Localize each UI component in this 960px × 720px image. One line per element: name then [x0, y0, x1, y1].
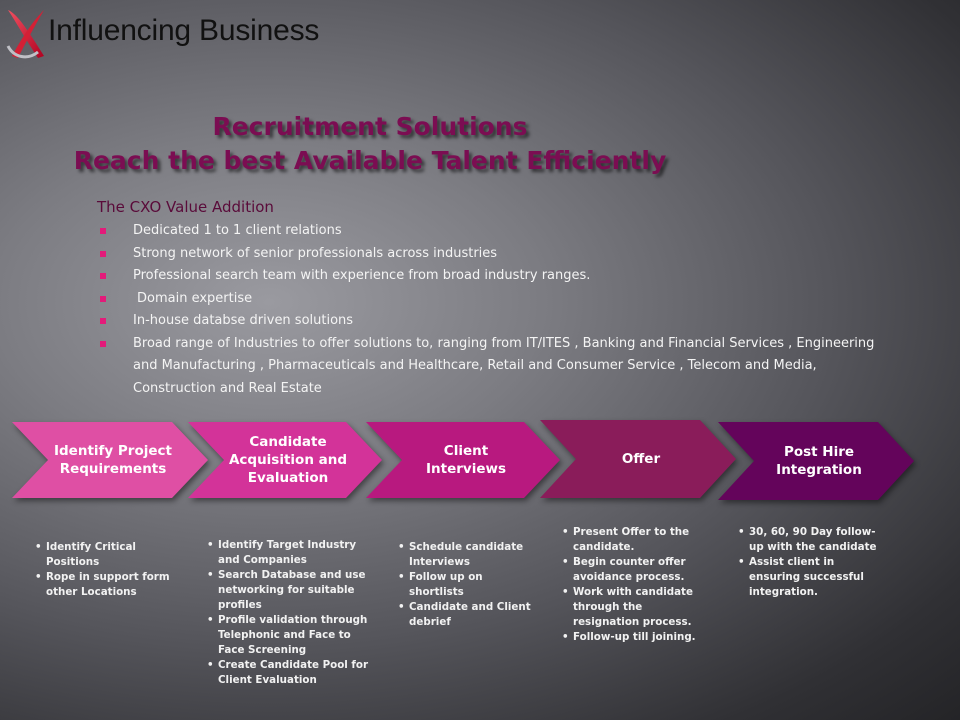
cxo-item-text: Domain expertise [137, 290, 253, 306]
square-bullet-icon [100, 228, 106, 234]
square-bullet-icon [100, 250, 106, 257]
cxo-heading: The CXO Value Addition [97, 198, 274, 216]
slide-title: Recruitment Solutions [212, 112, 528, 141]
stage-bullet: Identify Target Industry and Companies [205, 538, 375, 568]
slide-subtitle: Reach the best Available Talent Efficien… [73, 146, 667, 175]
stage-label: Identify Project Requirements [54, 443, 172, 477]
stage-chevron-identify: Identify Project Requirements [12, 422, 208, 498]
stage-bullet: Schedule candidate Interviews [396, 540, 536, 570]
stage-chevron-interviews: Client Interviews [366, 422, 560, 498]
square-bullet-icon [100, 340, 106, 347]
chevron-shape-icon [366, 422, 560, 498]
stage-chevron-acquisition: Candidate Acquisition and Evaluation [188, 422, 382, 498]
stage-bullet: 30, 60, 90 Day follow-up with the candid… [736, 525, 886, 555]
cxo-item: In-house databse driven solutions [97, 310, 897, 333]
stage-bullet: Create Candidate Pool for Client Evaluat… [205, 658, 375, 688]
cxo-item-text: Professional search team with experience… [133, 268, 591, 283]
brand-logo-icon [6, 10, 44, 59]
cxo-item: Domain expertise [97, 288, 897, 311]
stage-bullets-identify: Identify Critical Positions Rope in supp… [33, 540, 183, 600]
square-bullet-icon [100, 318, 106, 324]
square-bullet-icon [100, 295, 106, 302]
stage-chevron-offer: Offer [540, 420, 736, 498]
stage-bullets-offer: Present Offer to the candidate. Begin co… [560, 525, 710, 645]
stage-bullet: Identify Critical Positions [33, 540, 183, 570]
stage-bullet: Search Database and use networking for s… [205, 568, 375, 613]
stage-bullet: Work with candidate through the resignat… [560, 585, 710, 630]
stage-label: Offer [621, 451, 661, 467]
stage-bullet: Present Offer to the candidate. [560, 525, 710, 555]
stage-label: Post Hire Integration [776, 444, 862, 478]
cxo-item: Broad range of Industries to offer solut… [97, 333, 897, 401]
cxo-item-text: Strong network of senior professionals a… [133, 245, 498, 261]
stage-bullet: Assist client in ensuring successful int… [736, 555, 886, 600]
chevron-shape-icon [718, 422, 914, 500]
stage-label: Client Interviews [426, 443, 506, 477]
cxo-list: Dedicated 1 to 1 client relations Strong… [97, 220, 897, 400]
chevron-shape-icon [12, 422, 208, 498]
stage-bullets-post-hire: 30, 60, 90 Day follow-up with the candid… [736, 525, 886, 600]
chevron-shape-icon [188, 422, 382, 498]
cxo-item-text: Broad range of Industries to offer solut… [133, 335, 875, 396]
cxo-item: Strong network of senior professionals a… [97, 243, 897, 266]
stage-chevron-post-hire: Post Hire Integration [718, 422, 914, 500]
cxo-item-text: In-house databse driven solutions [133, 313, 354, 328]
stage-label: Candidate Acquisition and Evaluation [228, 434, 348, 486]
stage-bullet: Begin counter offer avoidance process. [560, 555, 710, 585]
stage-bullet: Rope in support form other Locations [33, 570, 183, 600]
stage-bullet: Follow-up till joining. [560, 630, 710, 645]
brand-name: Influencing Business [48, 14, 320, 47]
cxo-item: Professional search team with experience… [97, 265, 897, 288]
square-bullet-icon [100, 273, 106, 279]
cxo-item: Dedicated 1 to 1 client relations [97, 220, 897, 243]
cxo-item-text: Dedicated 1 to 1 client relations [133, 223, 342, 238]
stage-bullet: Profile validation through Telephonic an… [205, 613, 375, 658]
stage-bullet: Candidate and Client debrief [396, 600, 536, 630]
chevron-shape-icon [540, 420, 736, 498]
stage-bullet: Follow up on shortlists [396, 570, 536, 600]
stage-bullets-interviews: Schedule candidate Interviews Follow up … [396, 540, 536, 630]
stage-bullets-acquisition: Identify Target Industry and Companies S… [205, 538, 375, 688]
